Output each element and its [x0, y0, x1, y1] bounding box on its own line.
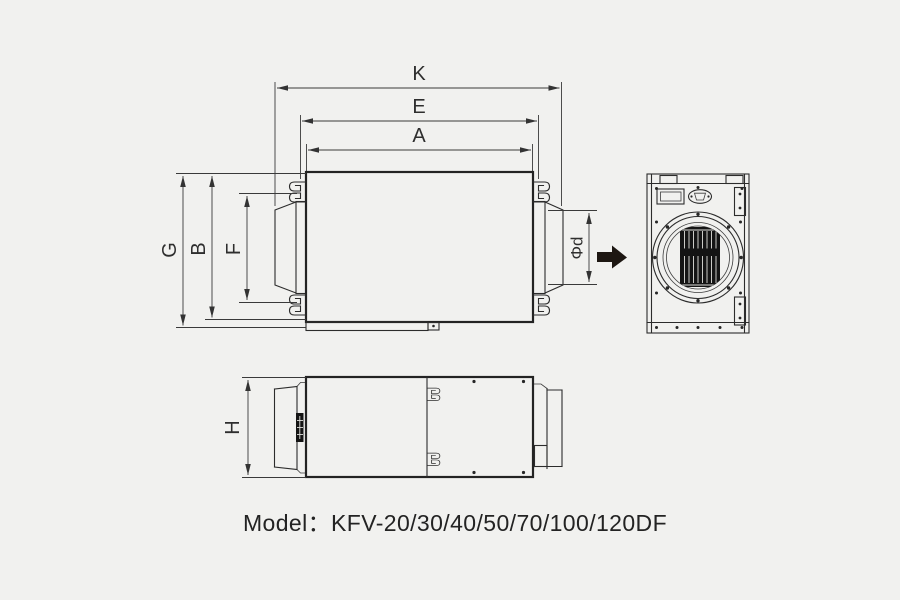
- dim-label-phi-d: Φd: [568, 236, 587, 259]
- dim-label-H: H: [222, 420, 244, 434]
- mount-clip: [532, 181, 551, 203]
- dim-label-B: B: [188, 242, 210, 255]
- duct-flange: [651, 211, 745, 304]
- dimension-overall-width: K: [274, 63, 562, 206]
- panel-screws: [655, 186, 744, 329]
- dimension-flange-height: F: [223, 193, 297, 303]
- dimension-body-width: A: [306, 125, 533, 171]
- dim-label-G: G: [159, 242, 181, 258]
- base-plate: [305, 321, 440, 332]
- dim-label-E: E: [412, 96, 425, 118]
- left-duct-adapter: [274, 200, 307, 295]
- dimension-body-depth: H: [222, 377, 306, 478]
- flange-bolts: [653, 212, 743, 303]
- mount-clip: [288, 294, 307, 316]
- mount-clip: [288, 181, 307, 203]
- side-bracket-top: [733, 186, 747, 217]
- dimension-overall-height: G: [159, 173, 306, 328]
- fan-wheel: [680, 227, 720, 287]
- side-bracket-bottom: [733, 296, 747, 326]
- dimension-body-height: B: [188, 176, 306, 320]
- dim-label-F: F: [223, 243, 245, 255]
- bottom-screws: [472, 379, 526, 475]
- model-caption: Model：KFV-20/30/40/50/70/100/120DF: [243, 510, 667, 536]
- dim-label-K: K: [412, 63, 426, 85]
- dim-label-A: A: [412, 125, 426, 147]
- top-tab: [659, 174, 678, 185]
- bottom-body: [304, 375, 535, 479]
- power-connector: [687, 189, 713, 204]
- mount-clip: [532, 294, 551, 316]
- dimension-duct-diameter: Φd: [548, 210, 597, 285]
- top-tab: [725, 174, 744, 185]
- right-duct-adapter: [532, 200, 564, 295]
- dimension-flange-width: E: [300, 96, 539, 179]
- bottom-view: H: [222, 375, 563, 479]
- front-view: K E A G B: [159, 63, 597, 332]
- bottom-left-duct: [273, 382, 306, 474]
- side-view: [646, 173, 750, 334]
- name-plate: [656, 188, 685, 205]
- front-body: [304, 170, 535, 324]
- airflow-arrow-icon: [597, 245, 627, 269]
